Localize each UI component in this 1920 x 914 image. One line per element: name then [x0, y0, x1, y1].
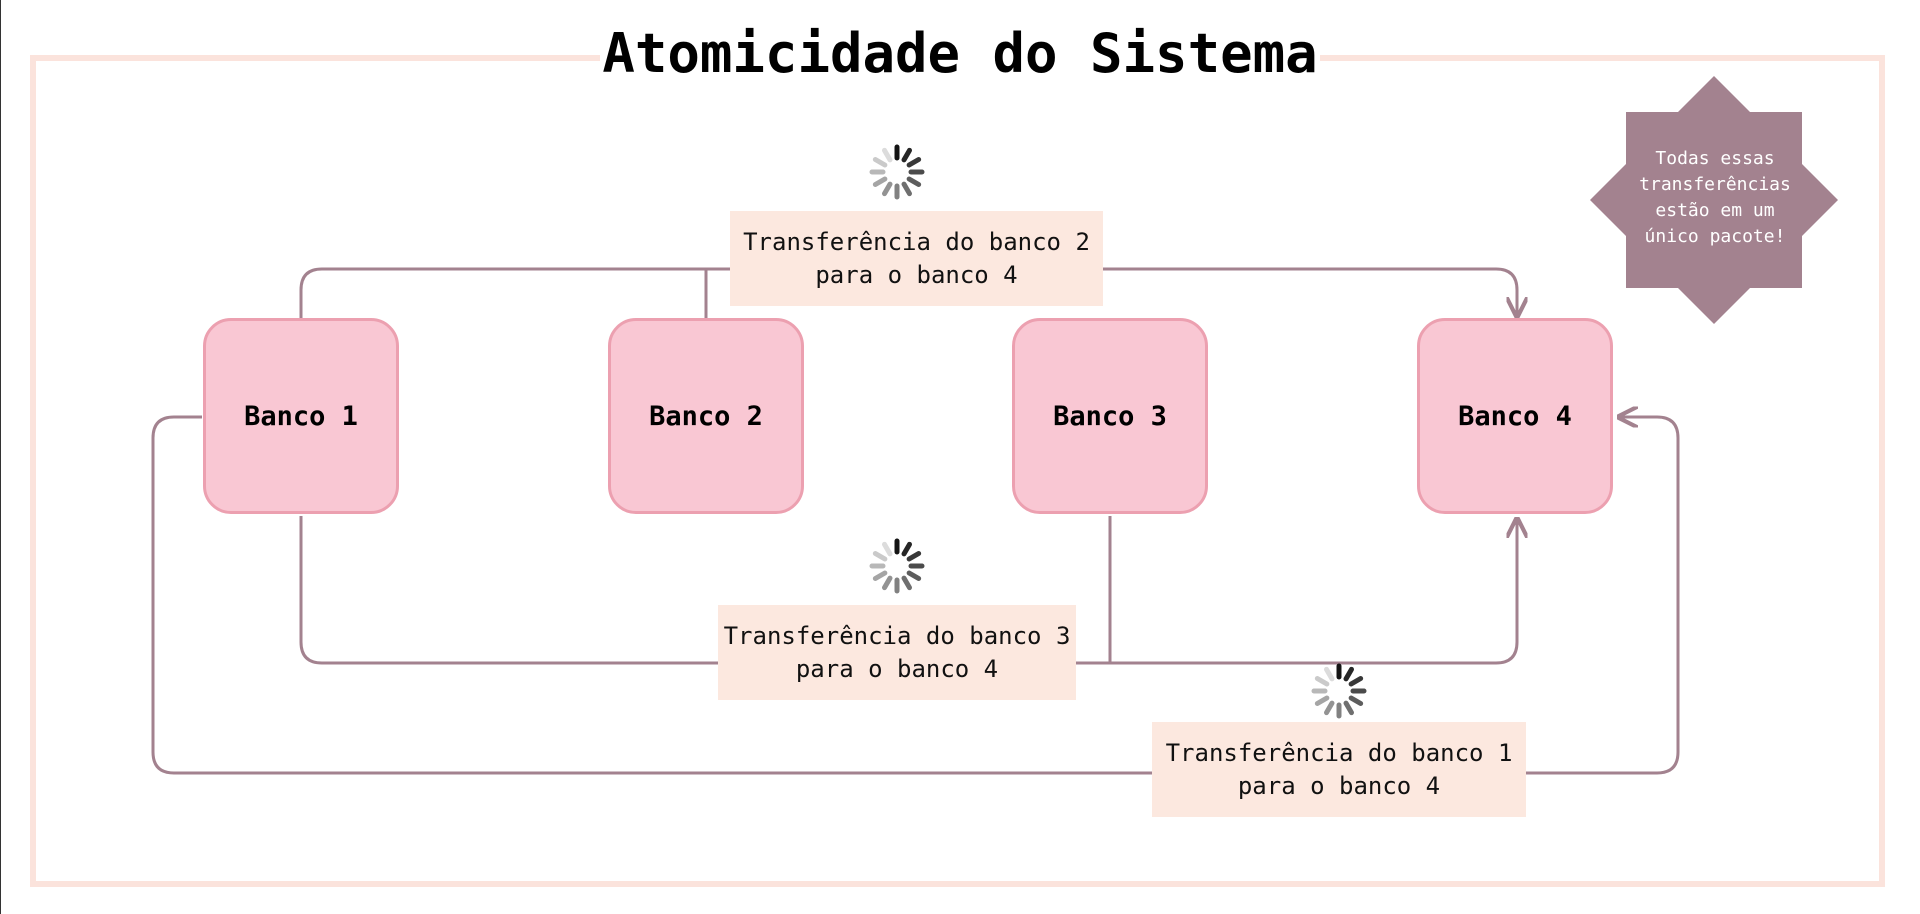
spinner-tick — [872, 551, 888, 562]
spinner-tick — [882, 147, 893, 163]
transfer-label-line2: para o banco 4 — [1237, 771, 1441, 800]
spinner-tick — [906, 551, 922, 562]
connector-bank1-top — [299, 267, 706, 318]
loading-spinner-icon — [869, 144, 925, 200]
page-title: Atomicidade do Sistema — [600, 18, 1320, 90]
left-edge-line — [0, 0, 1, 914]
spinner-tick — [901, 575, 912, 591]
bank-2-node: Banco 2 — [608, 318, 804, 514]
note-text: Todas essas transferências estão em um ú… — [1620, 146, 1810, 250]
spinner-tick — [882, 181, 893, 197]
spinner-tick — [1343, 700, 1354, 716]
note-line: transferências — [1639, 174, 1791, 195]
note-line: Todas essas — [1655, 148, 1775, 169]
spinner-tick — [1324, 700, 1335, 716]
spinner-tick — [882, 575, 893, 591]
spinner-tick — [901, 541, 912, 557]
spinner-tick — [906, 570, 922, 581]
spinner-tick — [901, 181, 912, 197]
loading-spinner-icon — [869, 538, 925, 594]
spinner-tick — [1348, 676, 1364, 687]
transfer-label-line2: para o banco 4 — [795, 654, 999, 683]
transfer-label-line1: Transferência do banco 1 — [1165, 738, 1513, 767]
spinner-tick — [1314, 676, 1330, 687]
spinner-tick — [1348, 695, 1364, 706]
spinner-tick — [1314, 695, 1330, 706]
loading-spinner-icon — [1311, 663, 1367, 719]
connector-bank1-to-bank4-outer — [151, 417, 1680, 775]
note-line: estão em um — [1655, 200, 1775, 221]
spinner-tick — [1343, 666, 1354, 682]
connector-bank2-to-bank4-top — [704, 267, 1517, 318]
bank-4-node: Banco 4 — [1417, 318, 1613, 514]
connector-bank3-to-bank4 — [1108, 516, 1517, 665]
spinner-tick — [872, 570, 888, 581]
transfer-label-bank1-to-bank4: Transferência do banco 1 para o banco 4 — [1152, 722, 1526, 817]
bank-3-node: Banco 3 — [1012, 318, 1208, 514]
transfer-label-line2: para o banco 4 — [815, 260, 1018, 289]
spinner-tick — [872, 176, 888, 187]
spinner-tick — [906, 176, 922, 187]
spinner-tick — [901, 147, 912, 163]
spinner-tick — [906, 157, 922, 168]
spinner-tick — [882, 541, 893, 557]
spinner-tick — [872, 157, 888, 168]
note-line: único pacote! — [1644, 226, 1786, 247]
transfer-label-line1: Transferência do banco 3 — [723, 621, 1071, 650]
transfer-label-line1: Transferência do banco 2 — [743, 227, 1090, 256]
transfer-label-bank3-to-bank4: Transferência do banco 3 para o banco 4 — [718, 605, 1076, 700]
spinner-tick — [1324, 666, 1335, 682]
bank-1-node: Banco 1 — [203, 318, 399, 514]
note-star-badge — [1590, 76, 1838, 324]
connector-bank1-bottom — [299, 516, 1110, 665]
transfer-label-bank2-to-bank4: Transferência do banco 2 para o banco 4 — [730, 211, 1103, 306]
